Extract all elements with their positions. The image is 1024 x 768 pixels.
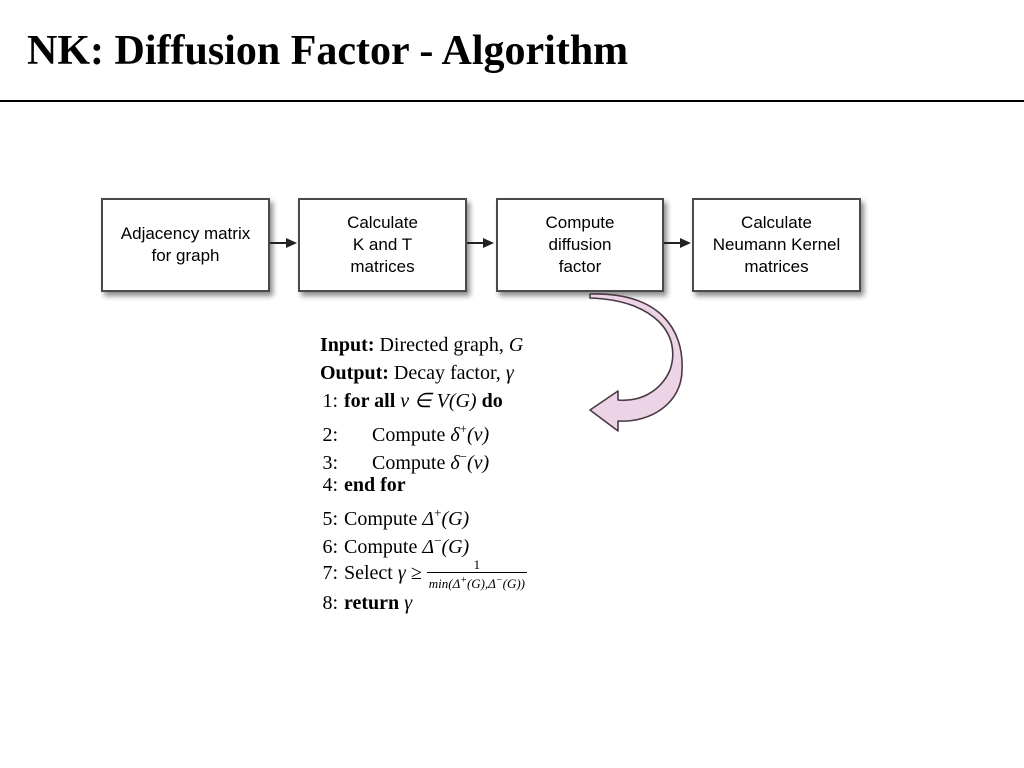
algo-line-4: 4:end for [322, 474, 406, 496]
slide-title: NK: Diffusion Factor - Algorithm [27, 28, 629, 74]
algo-line-8: 8:return γ [322, 592, 413, 614]
flow-box-neumann-kernel: Calculate Neumann Kernel matrices [692, 198, 861, 292]
flow-box-adjacency-matrix: Adjacency matrix for graph [101, 198, 270, 292]
algo-line-2: 2:Compute δ+(v) [322, 421, 490, 446]
algo-line-7: 7:Select γ ≥ 1 min(Δ+(G),Δ−(G)) [322, 557, 528, 591]
fraction: 1 min(Δ+(G),Δ−(G)) [426, 557, 528, 591]
algo-line-1: 1:for all v ∈ V(G) do [322, 390, 503, 412]
algo-line-3: 3:Compute δ−(v) [322, 449, 490, 474]
flow-box-compute-diffusion: Compute diffusion factor [496, 198, 664, 292]
algo-input-line: Input: Directed graph, G [320, 334, 524, 356]
curved-arrow-icon [589, 293, 683, 432]
arrow-right-icon [467, 238, 494, 248]
title-divider [0, 100, 1024, 102]
flow-box-calculate-k-t: Calculate K and T matrices [298, 198, 467, 292]
algo-line-5: 5:Compute Δ+(G) [322, 505, 470, 530]
algo-output-line: Output: Decay factor, γ [320, 362, 514, 384]
arrow-right-icon [664, 238, 691, 248]
arrow-right-icon [270, 238, 297, 248]
algo-line-6: 6:Compute Δ−(G) [322, 533, 470, 558]
